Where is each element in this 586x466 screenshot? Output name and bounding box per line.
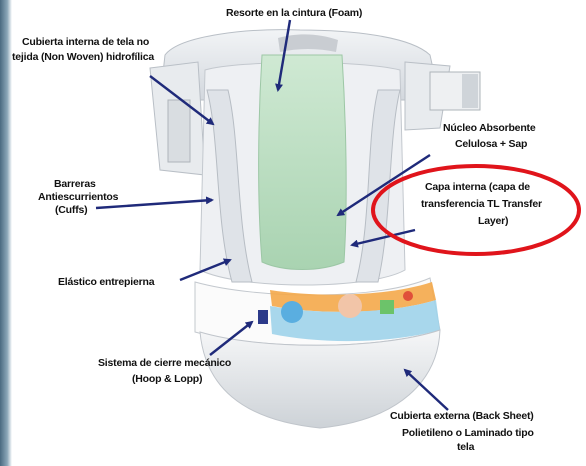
label-capa-2: transferencia TL Transfer <box>421 198 542 211</box>
label-capa-3: Layer) <box>478 215 508 228</box>
label-cubierta-interna-2: tejida (Non Woven) hidrofílica <box>12 51 154 64</box>
label-sistema-1: Sistema de cierre mecánico <box>98 357 231 370</box>
label-nucleo-2: Celulosa + Sap <box>455 138 527 151</box>
label-resorte: Resorte en la cintura (Foam) <box>226 7 362 20</box>
toy-block <box>380 300 394 314</box>
label-elastico: Elástico entrepierna <box>58 276 154 289</box>
baby-figure <box>338 294 362 318</box>
label-barreras-2: Antiescurrientos <box>38 191 118 204</box>
bear-figure <box>281 301 303 323</box>
left-tab <box>168 100 190 162</box>
label-barreras-1: Barreras <box>54 178 96 191</box>
label-cubierta-interna-1: Cubierta interna de tela no <box>22 36 149 49</box>
label-polietileno-2: tela <box>457 441 474 454</box>
right-tab-strip <box>462 74 478 108</box>
absorbent-core <box>259 55 347 270</box>
label-nucleo-1: Núcleo Absorbente <box>443 122 535 135</box>
label-cubierta-externa: Cubierta externa (Back Sheet) <box>390 410 534 423</box>
closure-patch <box>258 310 268 324</box>
ball-figure <box>403 291 413 301</box>
label-sistema-2: (Hoop & Lopp) <box>132 373 202 386</box>
label-barreras-3: (Cuffs) <box>55 204 87 217</box>
label-capa-1: Capa interna (capa de <box>425 181 530 194</box>
label-polietileno-1: Polietileno o Laminado tipo <box>402 427 534 440</box>
